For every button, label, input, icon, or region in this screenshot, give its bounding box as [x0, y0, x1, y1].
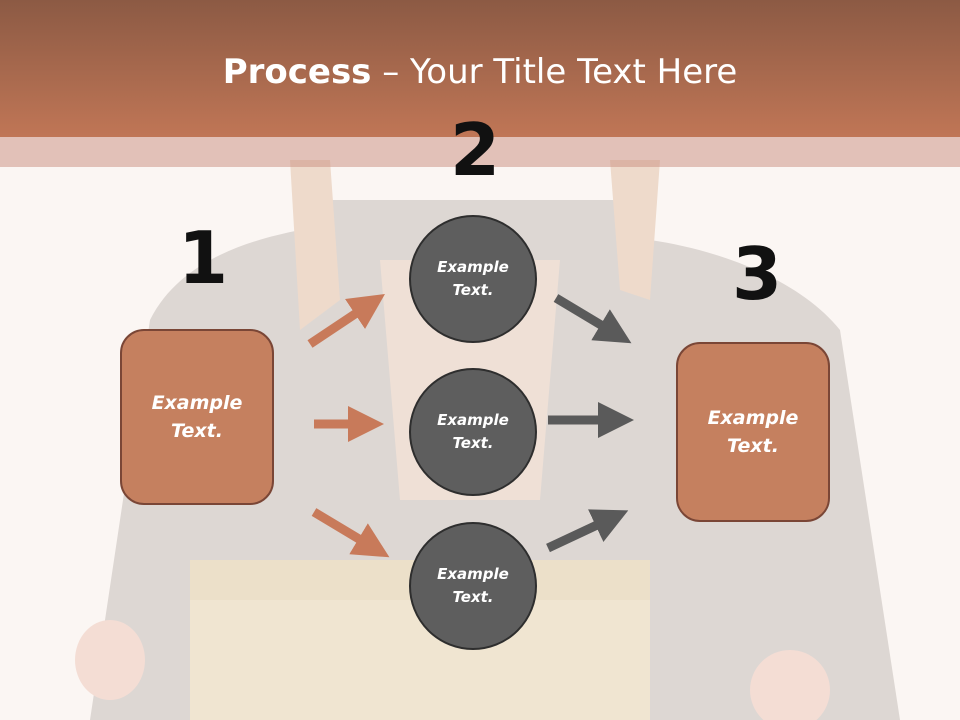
circle-step-middle-text: Example Text. [437, 410, 509, 452]
arrow-2-to-3-bottom [546, 509, 629, 553]
circle-step-bottom[interactable]: Example Text. [409, 522, 537, 650]
step-number-3: 3 [732, 232, 783, 316]
circle-step-middle[interactable]: Example Text. [409, 368, 537, 496]
arrow-1-to-2-top [307, 294, 385, 348]
circle-step-top-text: Example Text. [437, 257, 509, 299]
left-step-box[interactable]: Example Text. [120, 329, 274, 505]
slide-title: Process – Your Title Text Here [0, 52, 960, 92]
step-number-2: 2 [450, 108, 501, 192]
title-bar [0, 0, 960, 137]
right-step-box[interactable]: Example Text. [676, 342, 830, 522]
left-step-box-text: Example Text. [151, 391, 243, 443]
arrow-2-to-3-top [553, 294, 632, 344]
title-strip [0, 137, 960, 167]
circle-step-top[interactable]: Example Text. [409, 215, 537, 343]
circle-step-bottom-text: Example Text. [437, 564, 509, 606]
step-number-1: 1 [178, 216, 229, 300]
slide-title-rest: – Your Title Text Here [371, 52, 738, 92]
slide-title-bold: Process [222, 52, 372, 92]
arrow-1-to-2-bottom [311, 508, 390, 558]
right-step-box-text: Example Text. [707, 406, 799, 458]
